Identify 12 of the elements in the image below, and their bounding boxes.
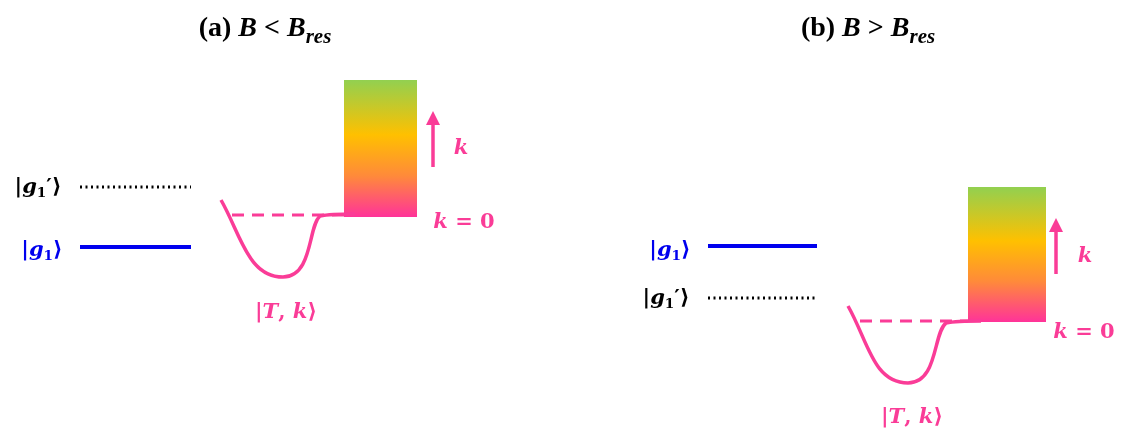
axis-label: k (1077, 243, 1093, 265)
threshold-label: k = 0 (1053, 319, 1115, 341)
state-label: |g$_{1}$⟩ (649, 237, 691, 263)
state-label: |T, k⟩ (880, 404, 944, 426)
state-label: |g$_{1}$′⟩ (14, 174, 62, 200)
axis-label: k (453, 135, 469, 157)
panel-title: (b) B > B$_{res}$ (800, 13, 936, 47)
threshold-label: k = 0 (433, 209, 495, 231)
panel-title: (a) B < B$_{res}$ (198, 13, 332, 47)
state-label: |g$_{1}$′⟩ (642, 285, 690, 311)
state-label: |g$_{1}$⟩ (21, 237, 63, 263)
state-label: |T, k⟩ (254, 299, 318, 321)
